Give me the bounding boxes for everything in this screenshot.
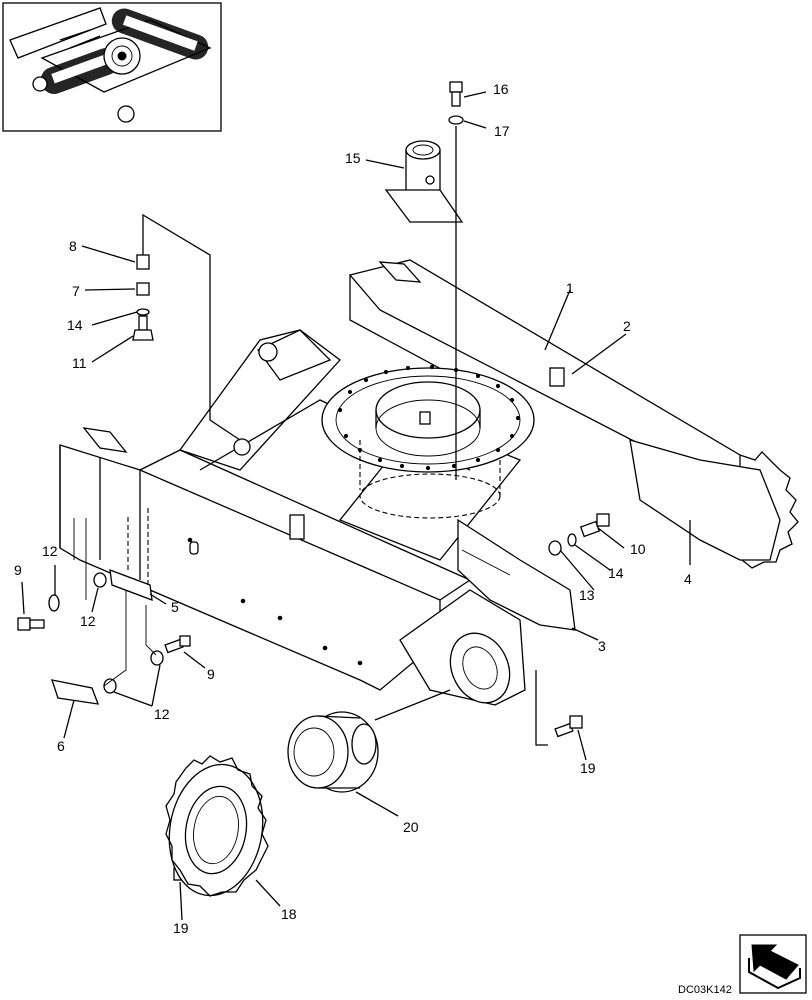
bolt-16	[449, 81, 463, 107]
callout-6: 6	[57, 738, 65, 754]
bolt-11	[132, 315, 154, 341]
washer-12-b	[93, 572, 107, 588]
callout-15: 15	[345, 150, 361, 166]
callout-4: 4	[684, 571, 692, 587]
dashed-alignment-lines	[73, 505, 157, 687]
washer-14-right	[567, 533, 577, 547]
callout-19-right: 19	[580, 760, 596, 776]
bolt-19-right	[554, 715, 583, 738]
callout-14-right: 14	[608, 565, 624, 581]
machine-thumbnail-inset	[2, 2, 222, 132]
washer-12-a	[48, 594, 60, 612]
callout-1: 1	[566, 280, 574, 296]
callout-10: 10	[630, 541, 646, 557]
drawing-code: DC03K142	[678, 984, 732, 996]
callout-17: 17	[494, 123, 510, 139]
washer-12-c	[150, 650, 164, 666]
plate-6	[51, 679, 99, 705]
plate-7	[136, 282, 150, 296]
callout-9-right: 9	[207, 666, 215, 682]
callout-12-a: 12	[42, 543, 58, 559]
callout-11: 11	[72, 355, 87, 371]
bolt-9-left	[17, 617, 45, 631]
callout-5: 5	[171, 599, 179, 615]
shim-8	[136, 254, 150, 270]
plate-5	[109, 569, 153, 601]
callout-18: 18	[281, 906, 297, 922]
callout-12-c: 12	[154, 706, 170, 722]
callout-labels: 1 2 3 4 5 6 7 8 9 9 10 11 12 12 12 13 14…	[14, 81, 692, 936]
track-frame	[59, 259, 799, 706]
callout-8: 8	[69, 238, 77, 254]
callout-2: 2	[623, 318, 631, 334]
callout-7: 7	[72, 283, 80, 299]
callout-3: 3	[598, 638, 606, 654]
washer-13	[548, 540, 562, 556]
swivel-joint	[384, 140, 464, 223]
bolt-9-right	[164, 635, 191, 654]
callout-16: 16	[493, 81, 509, 97]
washer-17	[448, 115, 464, 125]
callout-13: 13	[579, 587, 595, 603]
callout-12-b: 12	[80, 613, 96, 629]
callout-20: 20	[403, 819, 419, 835]
washer-14-top	[136, 308, 150, 316]
next-page-arrow-icon[interactable]	[739, 934, 807, 994]
callout-19-bottom: 19	[173, 920, 189, 936]
drive-sprocket	[165, 755, 269, 897]
bolt-10	[579, 513, 610, 538]
travel-motor	[287, 711, 379, 793]
leader-lines	[21, 91, 691, 921]
callout-9-left: 9	[14, 562, 22, 578]
callout-14-left: 14	[67, 317, 83, 333]
